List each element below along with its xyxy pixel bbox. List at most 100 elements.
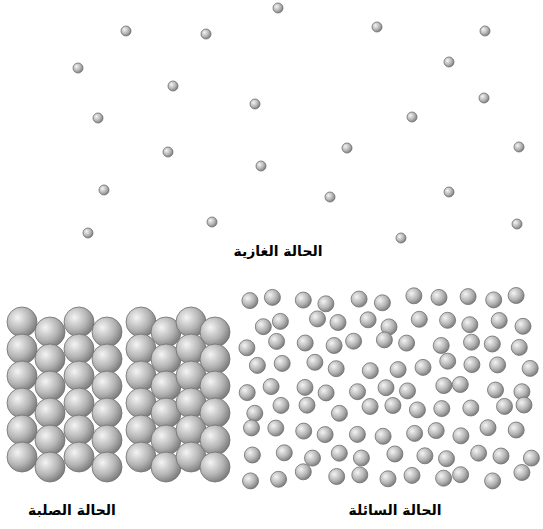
liquid-particle (417, 448, 433, 464)
gas-particle (444, 57, 454, 67)
solid-particle (7, 361, 37, 391)
solid-particle (64, 334, 94, 364)
gas-particle (407, 112, 417, 122)
liquid-particle (440, 312, 456, 328)
gas-particle (121, 26, 131, 36)
gas-state-label: الحالة الغازية (233, 243, 322, 260)
liquid-particle (317, 427, 333, 443)
liquid-particle (493, 448, 509, 464)
liquid-particle (404, 467, 420, 483)
liquid-particle (330, 315, 346, 331)
liquid-particle (239, 385, 255, 401)
liquid-particle (406, 288, 422, 304)
gas-particle (93, 113, 103, 123)
liquid-particle (508, 422, 524, 438)
liquid-particle (331, 445, 347, 461)
liquid-particle (244, 447, 260, 463)
liquid-particle (295, 464, 311, 480)
liquid-particle (385, 398, 401, 414)
solid-particle (92, 371, 122, 401)
solid-particle (200, 317, 230, 347)
liquid-particle (471, 445, 487, 461)
liquid-particle (497, 398, 513, 414)
liquid-particle (269, 333, 285, 349)
liquid-particle (439, 451, 455, 467)
solid-particle (200, 371, 230, 401)
liquid-particle (331, 405, 347, 421)
liquid-particle (239, 340, 255, 356)
liquid-particle (400, 383, 416, 399)
liquid-particle (273, 397, 289, 413)
liquid-particle (350, 384, 366, 400)
solid-particle (7, 388, 37, 418)
solid-particles (7, 307, 230, 482)
gas-particle (514, 142, 524, 152)
liquid-particle (297, 335, 313, 351)
liquid-particle (353, 450, 369, 466)
gas-particle (342, 143, 352, 153)
solid-particle (35, 317, 65, 347)
solid-particle (92, 452, 122, 482)
liquid-particle (453, 428, 469, 444)
gas-particle (207, 217, 217, 227)
liquid-particle (374, 295, 390, 311)
liquid-particle (329, 469, 345, 485)
liquid-particle (516, 397, 532, 413)
solid-state-label: الحالة الصلبة (28, 502, 116, 519)
liquid-particle (378, 380, 394, 396)
liquid-particle (522, 360, 538, 376)
solid-particle (64, 361, 94, 391)
liquid-particle (514, 465, 530, 481)
solid-particle (35, 398, 65, 428)
liquid-particle (387, 446, 403, 462)
liquid-particle (307, 354, 323, 370)
liquid-particle (485, 473, 501, 489)
liquid-particle (486, 292, 502, 308)
liquid-particle (271, 471, 287, 487)
gas-particle (480, 26, 490, 36)
liquid-particle (433, 338, 449, 354)
liquid-particle (242, 293, 258, 309)
solid-particle (200, 425, 230, 455)
liquid-particle (247, 405, 263, 421)
liquid-particle (249, 357, 265, 373)
liquid-particle (299, 397, 315, 413)
liquid-particle (436, 470, 452, 486)
liquid-particle (434, 401, 450, 417)
solid-particle (92, 398, 122, 428)
liquid-particle (428, 423, 444, 439)
solid-particle (64, 442, 94, 472)
solid-particle (200, 452, 230, 482)
solid-particle (92, 317, 122, 347)
liquid-particle (409, 402, 425, 418)
solid-particle (92, 425, 122, 455)
liquid-particle (352, 467, 368, 483)
liquid-particle (415, 359, 431, 375)
liquid-particle (296, 423, 312, 439)
liquid-particle (326, 338, 342, 354)
liquid-particles (239, 288, 540, 489)
liquid-particle (480, 420, 496, 436)
gas-particle (512, 219, 522, 229)
liquid-particle (376, 332, 392, 348)
liquid-particle (411, 311, 427, 327)
liquid-particle (436, 378, 452, 394)
gas-particle (250, 99, 260, 109)
liquid-particle (380, 471, 396, 487)
liquid-particle (490, 357, 506, 373)
gas-particle (273, 3, 283, 13)
solid-particle (64, 307, 94, 337)
gas-particle (325, 192, 335, 202)
solid-particle (92, 344, 122, 374)
gas-particle (372, 22, 382, 32)
liquid-particle (452, 377, 468, 393)
solid-particle (7, 307, 37, 337)
liquid-particle (362, 363, 378, 379)
solid-particle (7, 415, 37, 445)
solid-particle (35, 452, 65, 482)
solid-particle (200, 344, 230, 374)
gas-particle (444, 187, 454, 197)
liquid-particle (460, 289, 476, 305)
liquid-particle (318, 296, 334, 312)
liquid-particle (272, 313, 288, 329)
